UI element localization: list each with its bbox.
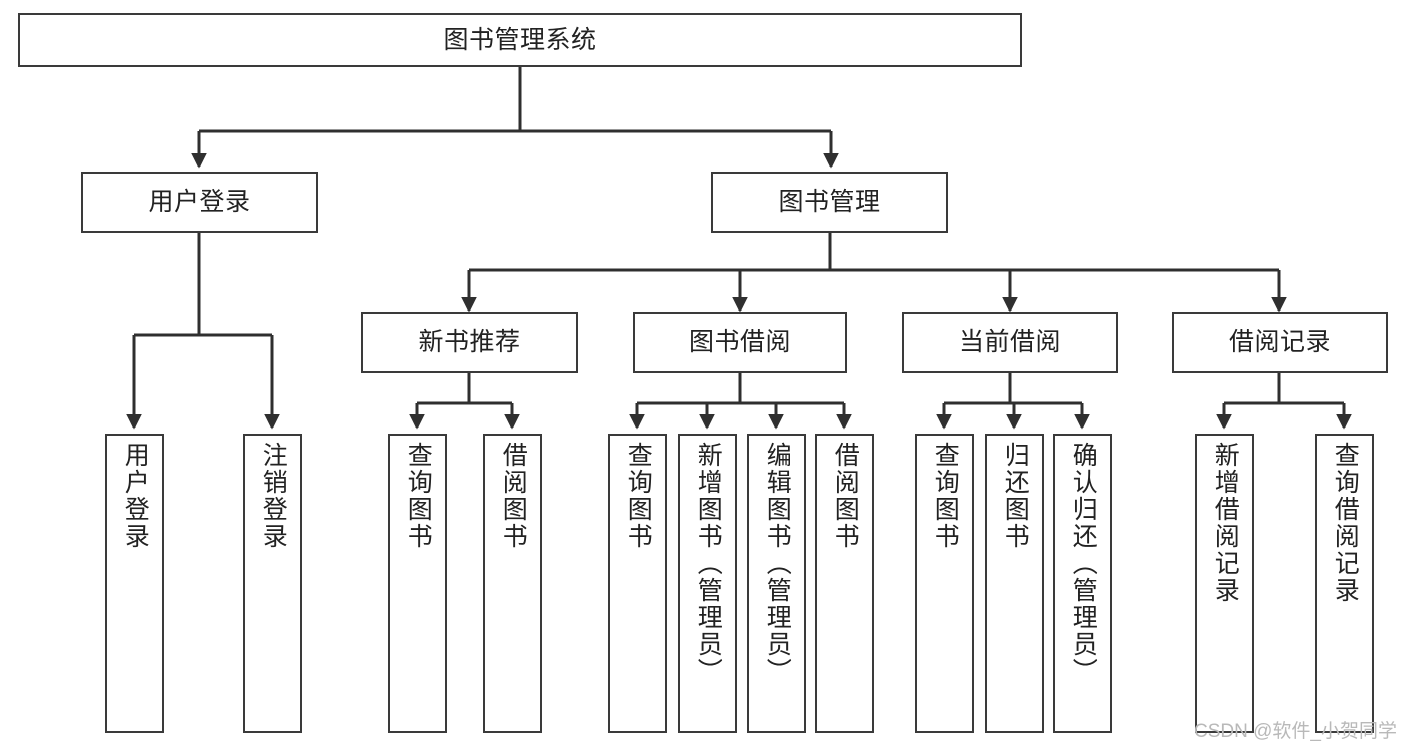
- node-label: 确认归还（管理员）: [1069, 442, 1098, 685]
- node-current-borrow[interactable]: 当前借阅: [902, 312, 1118, 373]
- leaf-borrow-query-books[interactable]: 查询图书: [608, 434, 667, 733]
- watermark-text: CSDN @软件_小贺同学: [1194, 721, 1397, 742]
- leaf-borrow-edit-book-admin[interactable]: 编辑图书（管理员）: [747, 434, 806, 733]
- node-label: 新增借阅记录: [1211, 442, 1240, 604]
- leaf-records-add-record[interactable]: 新增借阅记录: [1195, 434, 1254, 733]
- node-label: 用户登录: [148, 188, 251, 217]
- node-book-borrow[interactable]: 图书借阅: [633, 312, 847, 373]
- node-label: 编辑图书（管理员）: [763, 442, 792, 685]
- node-user-login[interactable]: 用户登录: [81, 172, 318, 233]
- leaf-borrow-add-book-admin[interactable]: 新增图书（管理员）: [678, 434, 737, 733]
- node-label: 借阅图书: [499, 442, 528, 550]
- leaf-newbook-query-books[interactable]: 查询图书: [388, 434, 447, 733]
- leaf-user-login-logout[interactable]: 注销登录: [243, 434, 302, 733]
- node-label: 图书管理: [778, 188, 881, 217]
- node-label: 查询图书: [624, 442, 653, 550]
- node-label: 借阅图书: [831, 442, 860, 550]
- leaf-user-login-login[interactable]: 用户登录: [105, 434, 164, 733]
- leaf-current-return-books[interactable]: 归还图书: [985, 434, 1044, 733]
- node-root-system[interactable]: 图书管理系统: [18, 13, 1022, 67]
- leaf-current-query-books[interactable]: 查询图书: [915, 434, 974, 733]
- node-label: 新书推荐: [418, 328, 521, 357]
- node-label: 当前借阅: [958, 328, 1061, 357]
- node-label: 查询借阅记录: [1331, 442, 1360, 604]
- node-borrow-records[interactable]: 借阅记录: [1172, 312, 1388, 373]
- leaf-newbook-borrow-books[interactable]: 借阅图书: [483, 434, 542, 733]
- leaf-current-confirm-return-admin[interactable]: 确认归还（管理员）: [1053, 434, 1112, 733]
- node-label: 新增图书（管理员）: [694, 442, 723, 685]
- leaf-borrow-borrow-books[interactable]: 借阅图书: [815, 434, 874, 733]
- node-new-book-recommend[interactable]: 新书推荐: [361, 312, 578, 373]
- node-book-management[interactable]: 图书管理: [711, 172, 948, 233]
- node-label: 图书管理系统: [443, 25, 597, 54]
- node-label: 查询图书: [931, 442, 960, 550]
- leaf-records-query-record[interactable]: 查询借阅记录: [1315, 434, 1374, 733]
- node-label: 图书借阅: [688, 328, 791, 357]
- node-label: 查询图书: [404, 442, 433, 550]
- node-label: 借阅记录: [1228, 328, 1331, 357]
- node-label: 注销登录: [259, 442, 288, 550]
- node-label: 用户登录: [121, 442, 150, 550]
- node-label: 归还图书: [1001, 442, 1030, 550]
